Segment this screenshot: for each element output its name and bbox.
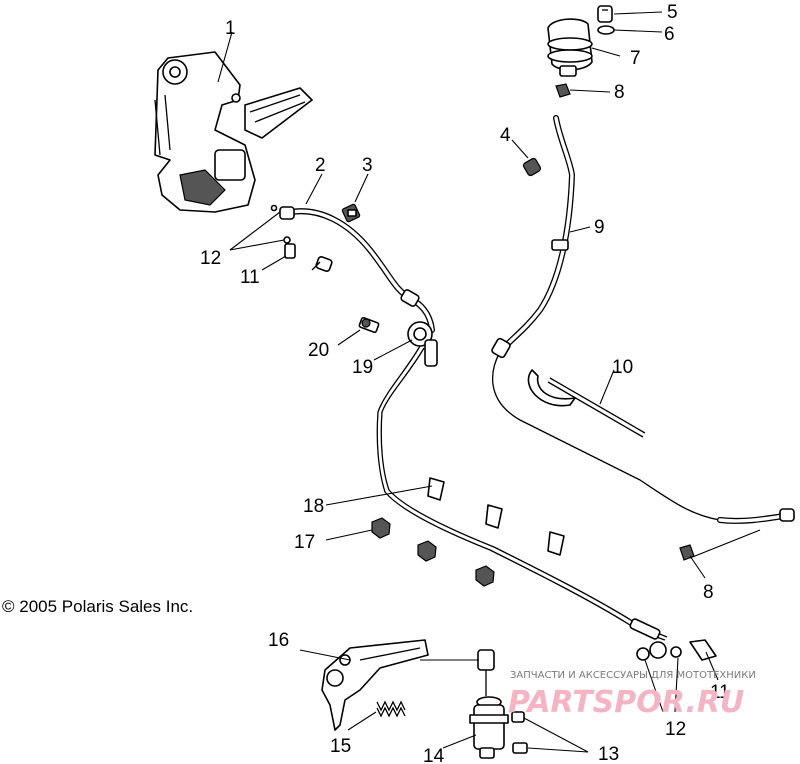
reservoir-cap-screw xyxy=(597,5,613,23)
rear-brake-line xyxy=(376,345,668,641)
hose-clamp-top xyxy=(555,83,571,98)
brake-line-clips xyxy=(427,477,565,556)
brake-pedal xyxy=(321,639,429,731)
callout-8-bottom: 8 xyxy=(703,582,714,603)
retaining-nuts xyxy=(371,517,495,587)
callout-11-top: 11 xyxy=(240,267,260,288)
watermark-caption: ЗАПЧАСТИ И АКСЕССУАРЫ ДЛЯ МОТОТЕХНИКИ xyxy=(510,670,756,681)
callout-7: 7 xyxy=(630,48,641,69)
callout-12-bottom: 12 xyxy=(665,719,686,740)
callout-20: 20 xyxy=(308,340,329,361)
reservoir-fitting xyxy=(522,157,542,177)
front-brake-line xyxy=(279,206,435,333)
callout-12-top: 12 xyxy=(200,248,221,269)
watermark: ЗАПЧАСТИ И АКСЕССУАРЫ ДЛЯ МОТОТЕХНИКИ PA… xyxy=(508,670,756,720)
rear-banjo-fitting xyxy=(649,641,667,659)
callout-1: 1 xyxy=(225,18,236,39)
callout-15: 15 xyxy=(330,736,351,757)
callout-8-top: 8 xyxy=(614,82,625,103)
brake-fluid-reservoir xyxy=(547,18,593,77)
cable-tie xyxy=(527,369,646,438)
callout-6: 6 xyxy=(664,24,675,45)
callout-19: 19 xyxy=(352,357,373,378)
callout-16: 16 xyxy=(268,630,289,651)
rear-banjo-bolt xyxy=(689,639,717,661)
callout-17: 17 xyxy=(294,532,315,553)
junction-bolt xyxy=(358,316,380,334)
brake-junction-block xyxy=(407,321,438,367)
copyright-notice: © 2005 Polaris Sales Inc. xyxy=(2,597,193,616)
callout-9: 9 xyxy=(594,217,605,238)
leader-lines xyxy=(217,11,761,753)
master-cylinder-fittings xyxy=(511,711,528,754)
reservoir-hose xyxy=(491,115,795,524)
callout-11-bottom: 11 xyxy=(710,682,730,703)
bleeder-fitting xyxy=(341,203,361,223)
callout-5: 5 xyxy=(667,2,678,23)
callout-13: 13 xyxy=(598,744,619,764)
return-spring xyxy=(376,700,406,718)
callout-2: 2 xyxy=(315,155,326,176)
rear-master-cylinder xyxy=(469,649,509,759)
callout-4: 4 xyxy=(500,125,511,146)
reservoir-gasket xyxy=(597,25,615,35)
callout-3: 3 xyxy=(362,155,373,176)
rear-washers xyxy=(636,646,682,661)
callout-labels: 1 2 3 4 5 6 7 8 8 9 10 11 11 12 12 13 14… xyxy=(200,2,730,764)
callout-18: 18 xyxy=(303,496,324,517)
callout-10: 10 xyxy=(612,357,633,378)
watermark-logo: PARTSPOR.RU xyxy=(508,685,744,720)
callout-14: 14 xyxy=(423,746,445,764)
brake-caliper-assembly xyxy=(154,51,313,213)
